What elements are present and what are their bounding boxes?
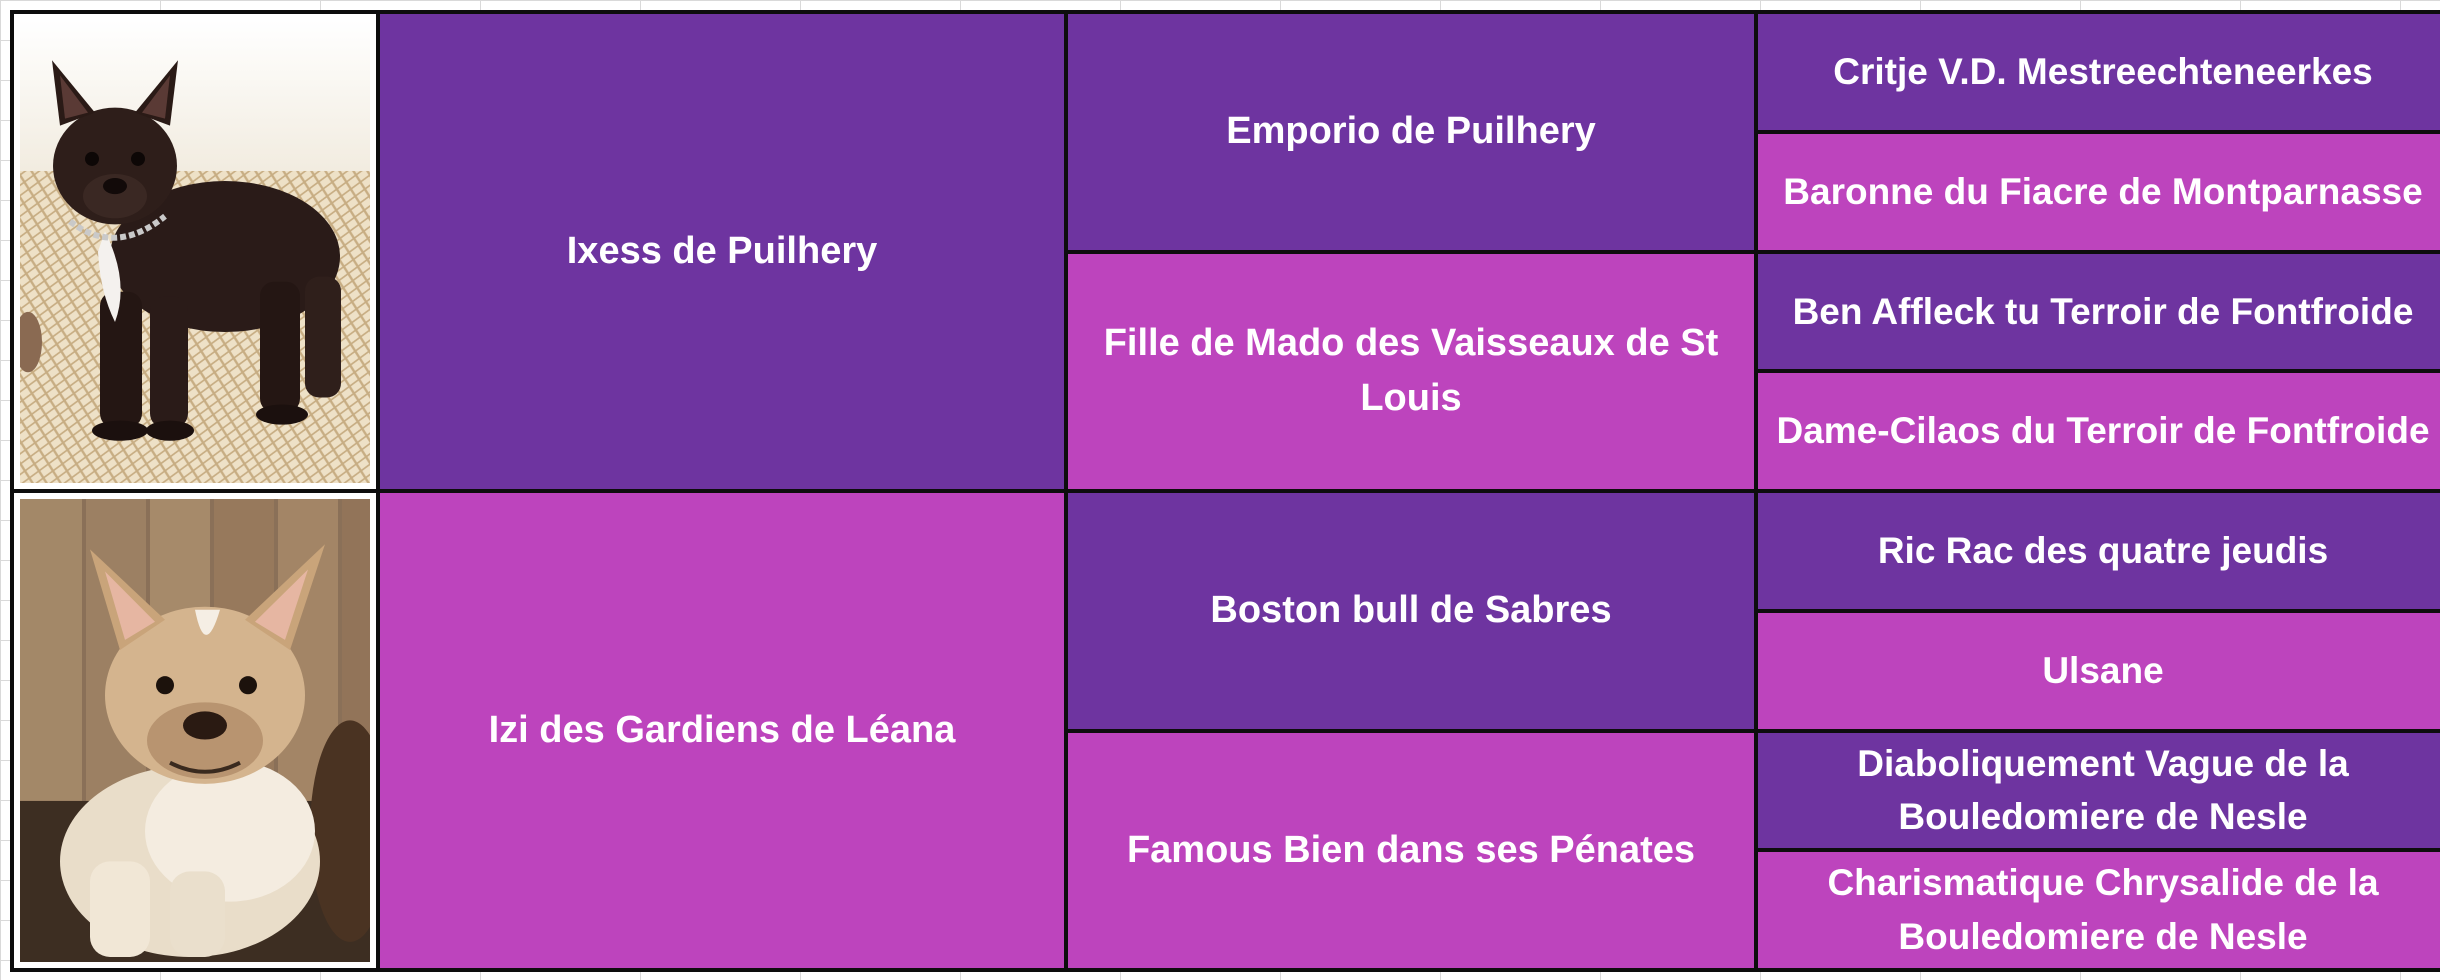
great-grandparent-cell-4: Dame-Cilaos du Terroir de Fontfroide — [1758, 373, 2440, 489]
great-grandparent-cell-8: Charismatique Chrysalide de la Bouledomi… — [1758, 852, 2440, 968]
paternal-granddam-name: Fille de Mado des Vaisseaux de St Louis — [1103, 322, 1719, 420]
maternal-granddam-cell: Famous Bien dans ses Pénates — [1068, 732, 1754, 968]
great-grandparent-name: Diaboliquement Vague de la Bouledomiere … — [1857, 742, 2349, 838]
great-grandparent-cell-7: Diaboliquement Vague de la Bouledomiere … — [1758, 732, 2440, 849]
great-grandparent-name: Ulsane — [2042, 649, 2164, 691]
black-dog-image — [20, 20, 370, 483]
great-grandparent-cell-5: Ric Rac des quatre jeudis — [1758, 493, 2440, 609]
paternal-grandsire-cell: Emporio de Puilhery — [1068, 14, 1754, 250]
great-grandparent-cell-3: Ben Affleck tu Terroir de Fontfroide — [1758, 253, 2440, 370]
great-grandparent-name: Ben Affleck tu Terroir de Fontfroide — [1792, 290, 2414, 332]
dam-name: Izi des Gardiens de Léana — [488, 708, 956, 751]
dam-photo — [14, 493, 376, 968]
great-grandparent-name: Ric Rac des quatre jeudis — [1877, 530, 2329, 572]
great-grandparent-name: Dame-Cilaos du Terroir de Fontfroide — [1776, 410, 2430, 452]
great-grandparent-name: Charismatique Chrysalide de la Bouledomi… — [1827, 862, 2379, 958]
maternal-grandsire-cell: Boston bull de Sabres — [1068, 493, 1754, 729]
paternal-granddam-cell: Fille de Mado des Vaisseaux de St Louis — [1068, 253, 1754, 489]
dam-cell: Izi des Gardiens de Léana — [380, 493, 1064, 968]
sire-photo — [14, 14, 376, 489]
maternal-granddam-name: Famous Bien dans ses Pénates — [1126, 828, 1696, 871]
great-grandparent-cell-6: Ulsane — [1758, 612, 2440, 729]
pedigree-table: Ixess de Puilhery Izi des Gardiens de Lé… — [10, 10, 2440, 972]
fawn-dog-image — [20, 499, 370, 962]
sire-cell: Ixess de Puilhery — [380, 14, 1064, 489]
maternal-grandsire-name: Boston bull de Sabres — [1210, 589, 1612, 632]
sire-name: Ixess de Puilhery — [566, 229, 878, 272]
great-grandparent-cell-1: Critje V.D. Mestreechteneerkes — [1758, 14, 2440, 130]
paternal-grandsire-name: Emporio de Puilhery — [1226, 110, 1596, 153]
great-grandparent-name: Baronne du Fiacre de Montparnasse — [1783, 170, 2423, 212]
great-grandparent-cell-2: Baronne du Fiacre de Montparnasse — [1758, 133, 2440, 250]
great-grandparent-name: Critje V.D. Mestreechteneerkes — [1833, 51, 2373, 93]
